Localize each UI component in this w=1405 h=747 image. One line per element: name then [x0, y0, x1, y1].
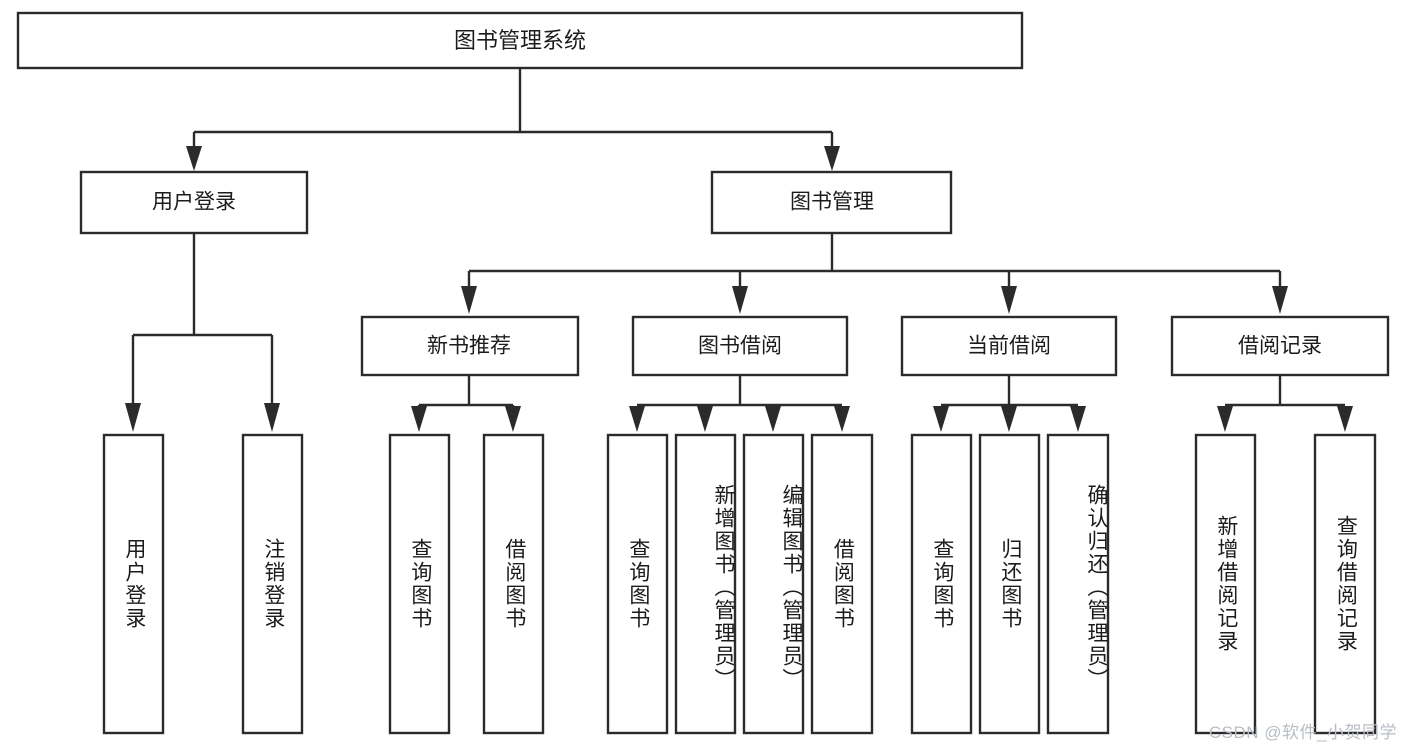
- leaf-box-confirm-return-admin[interactable]: [1046, 433, 1110, 735]
- arrow-icon: [1272, 286, 1288, 314]
- arrow-icon: [461, 286, 477, 314]
- node-box[interactable]: [16, 11, 1024, 70]
- node-label: 图书管理系统: [454, 28, 586, 53]
- node-user-login[interactable]: 用户登录: [79, 170, 309, 235]
- arrow-icon: [629, 406, 645, 432]
- node-book-borrow[interactable]: 图书借阅: [631, 315, 849, 377]
- arrow-icon: [264, 403, 280, 432]
- leaf-box-return-book[interactable]: [978, 433, 1041, 735]
- arrow-icon: [1001, 286, 1017, 314]
- arrow-icon: [834, 406, 850, 432]
- arrow-icon: [186, 146, 202, 171]
- leaf-box-query-book-borrow[interactable]: [606, 433, 669, 735]
- node-box[interactable]: [1170, 315, 1390, 377]
- node-new-book-recommend[interactable]: 新书推荐: [360, 315, 580, 377]
- connector-newbook-to-leaves: [411, 375, 521, 432]
- leaf-box-query-borrow-record[interactable]: [1313, 433, 1377, 735]
- leaf-box-edit-book-admin[interactable]: [742, 433, 805, 735]
- arrow-icon: [732, 286, 748, 314]
- leaf-box-user-login[interactable]: [102, 433, 165, 735]
- node-box[interactable]: [79, 170, 309, 235]
- node-label: 用户登录: [152, 191, 236, 214]
- node-box[interactable]: [900, 315, 1118, 377]
- node-label: 图书借阅: [698, 335, 782, 358]
- connector-borrowrecord-to-leaves: [1217, 375, 1353, 432]
- arrow-icon: [933, 406, 949, 432]
- node-label: 新书推荐: [427, 335, 511, 358]
- node-borrow-record[interactable]: 借阅记录: [1170, 315, 1390, 377]
- connector-bookborrow-to-leaves: [629, 375, 850, 432]
- arrow-icon: [411, 406, 427, 432]
- arrow-icon: [824, 146, 840, 171]
- node-label: 当前借阅: [967, 335, 1051, 358]
- leaf-box-borrow-book-new[interactable]: [482, 433, 545, 735]
- arrow-icon: [505, 406, 521, 432]
- connector-currentborrow-to-leaves: [933, 375, 1086, 432]
- node-root[interactable]: 图书管理系统: [16, 11, 1024, 70]
- arrow-icon: [1070, 406, 1086, 432]
- node-box[interactable]: [710, 170, 953, 235]
- leaf-box-query-book-new[interactable]: [388, 433, 451, 735]
- arrow-icon: [1001, 406, 1017, 432]
- arrow-icon: [1337, 406, 1353, 432]
- leaf-box-add-book-admin[interactable]: [674, 433, 737, 735]
- leaf-box-add-borrow-record[interactable]: [1194, 433, 1257, 735]
- arrow-icon: [697, 406, 713, 432]
- arrow-icon: [1217, 406, 1233, 432]
- arrow-icon: [765, 406, 781, 432]
- arrow-icon: [125, 403, 141, 432]
- connector-userlogin-to-leaves: [125, 233, 280, 432]
- node-box[interactable]: [360, 315, 580, 377]
- leaf-box-query-book-current[interactable]: [910, 433, 973, 735]
- node-book-management[interactable]: 图书管理: [710, 170, 953, 235]
- node-current-borrow[interactable]: 当前借阅: [900, 315, 1118, 377]
- connector-bookmgmt-to-level2: [461, 233, 1288, 314]
- node-label: 借阅记录: [1238, 335, 1322, 358]
- leaf-box-borrow-book[interactable]: [810, 433, 874, 735]
- node-label: 图书管理: [790, 191, 874, 214]
- leaf-box-logout[interactable]: [241, 433, 304, 735]
- watermark: CSDN @软件_小贺同学: [1208, 723, 1397, 742]
- node-box[interactable]: [631, 315, 849, 377]
- connector-root-to-level1: [186, 68, 840, 171]
